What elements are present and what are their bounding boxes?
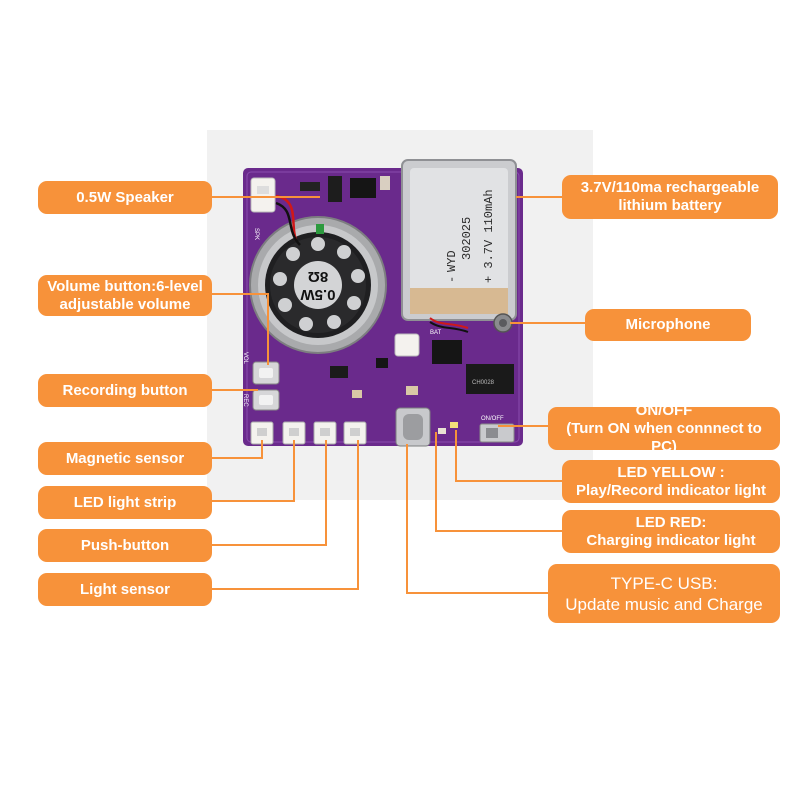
callout-light-sensor-text: Light sensor <box>79 580 170 598</box>
callout-led-strip-text: LED light strip <box>73 493 177 511</box>
battery-marking-1: 302025 <box>460 217 474 260</box>
callout-usb-line2: Update music and Charge <box>565 594 763 614</box>
callout-push-button-text: Push-button <box>80 536 170 554</box>
callout-onoff-line1: ON/OFF <box>635 401 693 419</box>
callout-push-button: Push-button <box>38 529 212 562</box>
leader-lines <box>212 196 585 594</box>
callout-magnetic: Magnetic sensor <box>38 442 212 475</box>
silk-rec-label: REC <box>242 394 248 407</box>
callout-led-strip: LED light strip <box>38 486 212 519</box>
callout-volume-line2: adjustable volume <box>59 295 191 313</box>
callout-speaker: 0.5W Speaker <box>38 181 212 214</box>
callout-led-yellow-line1: LED YELLOW : <box>617 463 725 481</box>
speaker-marking-2: 8Ω <box>308 268 328 285</box>
callout-microphone: Microphone <box>585 309 751 341</box>
battery-connector <box>394 333 420 357</box>
callout-recording: Recording button <box>38 374 212 407</box>
silk-bat-label: BAT <box>430 330 442 336</box>
led-red <box>438 428 446 434</box>
callout-battery-line1: 3.7V/110ma rechargeable <box>580 179 760 196</box>
callout-led-red-line1: LED RED: <box>635 513 707 531</box>
battery-marking-3: + 3.7V 110mAh <box>482 189 496 283</box>
battery-marking-2: WYD <box>445 250 459 272</box>
callout-led-yellow: LED YELLOW :Play/Record indicator light <box>562 460 780 503</box>
silk-spk-label: SPK <box>253 228 259 240</box>
callout-usb-line1: TYPE-C USB: <box>610 573 718 593</box>
chip-main-marking: CH0028 <box>472 380 495 386</box>
battery-marking-4: - <box>445 276 459 283</box>
callout-led-yellow-line2: Play/Record indicator light <box>575 481 767 499</box>
chip-small <box>432 340 462 364</box>
callout-speaker-text: 0.5W Speaker <box>76 188 174 206</box>
silk-onoff-label: ON/OFF <box>481 416 504 422</box>
callout-light-sensor: Light sensor <box>38 573 212 606</box>
silk-vol-label: VOL <box>242 352 248 365</box>
callout-recording-text: Recording button <box>62 381 188 399</box>
led-yellow <box>450 422 458 428</box>
callout-microphone-text: Microphone <box>625 316 711 333</box>
callout-onoff: ON/OFF(Turn ON when connnect to PC) <box>548 402 780 455</box>
callout-magnetic-text: Magnetic sensor <box>65 449 185 467</box>
callout-led-red-line2: Charging indicator light <box>586 531 756 549</box>
callout-volume-line1: Volume button:6-level <box>47 277 203 295</box>
speaker-marking-1: 0.5W <box>300 286 336 303</box>
chip-main <box>466 364 514 394</box>
callout-led-red: LED RED:Charging indicator light <box>562 510 780 553</box>
speaker-connector <box>250 177 276 213</box>
callout-battery-line2: lithium battery <box>618 197 722 214</box>
callout-onoff-line2: (Turn ON when connnect to PC) <box>566 419 762 455</box>
callout-usb: TYPE-C USB:Update music and Charge <box>548 564 780 623</box>
